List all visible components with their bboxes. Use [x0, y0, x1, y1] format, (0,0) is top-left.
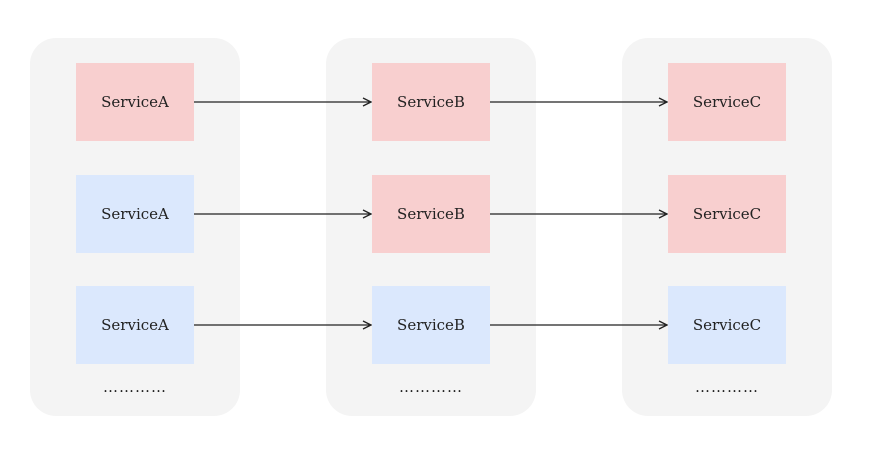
node-service-c-3[interactable]: ServiceC [668, 286, 786, 364]
node-label: ServiceC [692, 316, 762, 334]
column-b-ellipsis: ………… [399, 378, 463, 396]
node-service-a-3[interactable]: ServiceA [76, 286, 194, 364]
node-service-b-1[interactable]: ServiceB [372, 63, 490, 141]
node-label: ServiceA [101, 93, 169, 111]
node-label: ServiceA [101, 316, 169, 334]
node-label: ServiceA [101, 205, 169, 223]
node-label: ServiceB [397, 205, 465, 223]
node-label: ServiceB [397, 93, 465, 111]
column-a-ellipsis: ………… [103, 378, 167, 396]
node-label: ServiceC [692, 205, 762, 223]
node-service-b-3[interactable]: ServiceB [372, 286, 490, 364]
column-c-ellipsis: ………… [695, 378, 759, 396]
node-service-c-2[interactable]: ServiceC [668, 175, 786, 253]
node-service-b-2[interactable]: ServiceB [372, 175, 490, 253]
node-service-a-2[interactable]: ServiceA [76, 175, 194, 253]
node-service-a-1[interactable]: ServiceA [76, 63, 194, 141]
node-label: ServiceC [692, 93, 762, 111]
node-label: ServiceB [397, 316, 465, 334]
node-service-c-1[interactable]: ServiceC [668, 63, 786, 141]
